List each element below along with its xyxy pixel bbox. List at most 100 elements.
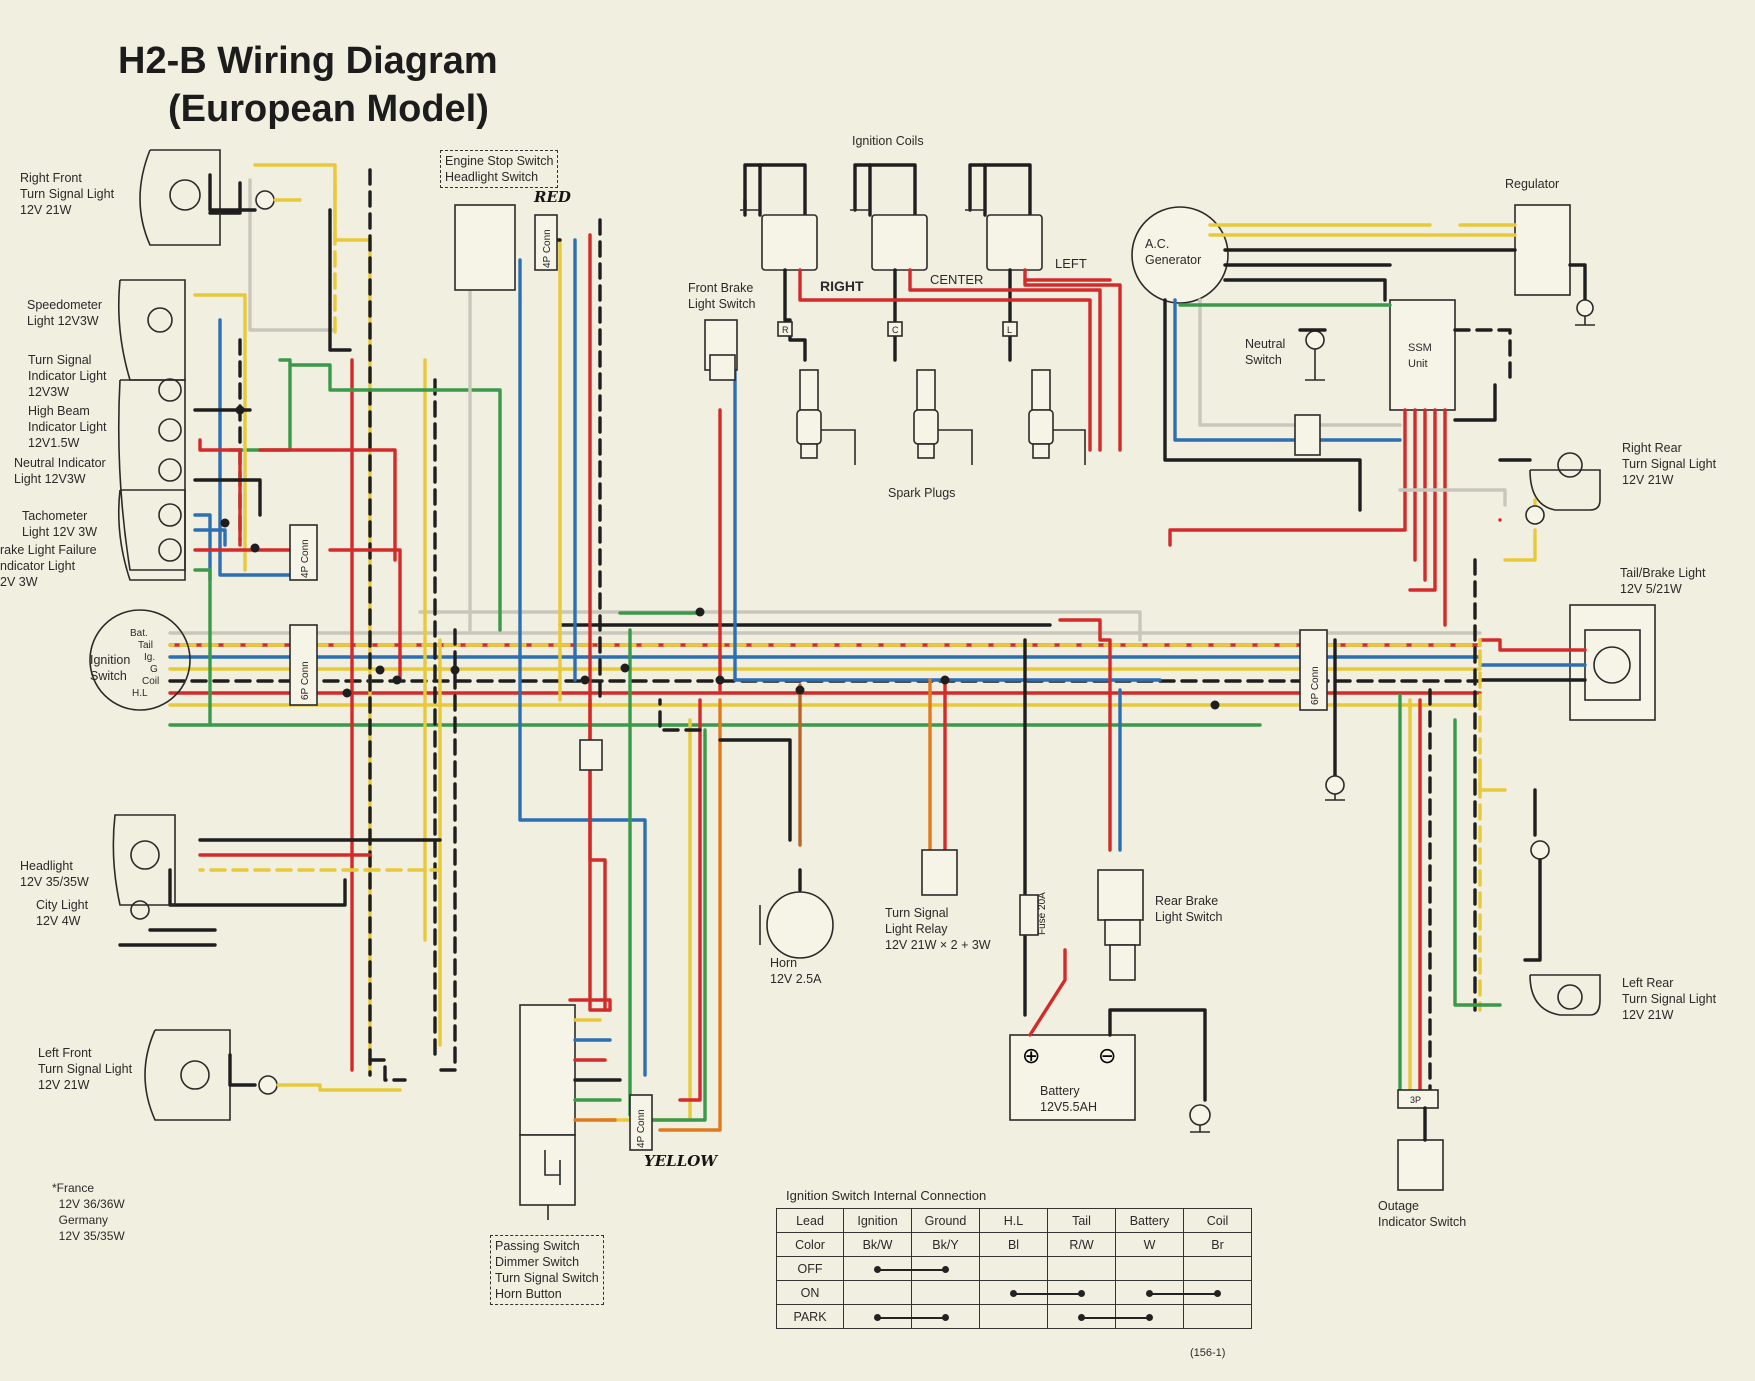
terminal-tail: Tail bbox=[138, 640, 154, 651]
label-neutral-switch: Neutral Switch bbox=[1245, 337, 1286, 367]
ignition-connection-table: Lead Ignition Ground H.L Tail Battery Co… bbox=[776, 1208, 1252, 1329]
label-speedometer-light: Speedometer Light 12V3W bbox=[27, 298, 103, 328]
conn-label-6p-ignition: 6P Conn bbox=[300, 661, 311, 700]
cell bbox=[1115, 1256, 1184, 1281]
th-tail: Tail bbox=[1047, 1208, 1116, 1233]
label-right-front-turn: Right Front Turn Signal Light 12V 21W bbox=[20, 171, 115, 217]
table-row-park: PARK bbox=[776, 1304, 1252, 1329]
conn-label-6p-rear: 6P Conn bbox=[1310, 666, 1321, 705]
label-neutral-indicator: Neutral Indicator Light 12V3W bbox=[14, 456, 106, 486]
label-turn-indicator: Turn Signal Indicator Light 12V3W bbox=[28, 353, 107, 399]
label-coil-center: CENTER bbox=[930, 272, 984, 287]
cell bbox=[843, 1256, 946, 1281]
terminal-coil: Coil bbox=[142, 676, 160, 687]
tc-bl: Bl bbox=[979, 1232, 1048, 1257]
handwritten-red: RED bbox=[534, 188, 571, 206]
right-side-art bbox=[1131, 204, 1656, 1191]
cell bbox=[843, 1280, 912, 1305]
label-engine-stop-switch: Engine Stop Switch Headlight Switch bbox=[440, 150, 559, 188]
cell bbox=[979, 1256, 1048, 1281]
row-label-park: PARK bbox=[776, 1304, 844, 1329]
label-country-note: *France 12V 36/36W Germany 12V 35/35W bbox=[52, 1181, 125, 1243]
coil-conn-c: C bbox=[892, 325, 899, 335]
main-harness bbox=[168, 610, 1482, 727]
cell bbox=[979, 1304, 1048, 1329]
connection-dot bbox=[1214, 1290, 1221, 1297]
cell bbox=[979, 1280, 1082, 1305]
label-front-brake-switch: Front Brake Light Switch bbox=[688, 281, 756, 311]
label-brake-failure: rake Light Failure ndicator Light 2V 3W bbox=[0, 543, 97, 589]
cell bbox=[911, 1304, 980, 1329]
tc-br: Br bbox=[1183, 1232, 1252, 1257]
tc-rw: R/W bbox=[1047, 1232, 1116, 1257]
fuse-label: Fuse 20A bbox=[1037, 892, 1048, 935]
cell bbox=[1047, 1280, 1116, 1305]
tc-w: W bbox=[1115, 1232, 1184, 1257]
handwritten-yellow: YELLOW bbox=[644, 1152, 718, 1170]
label-tail-brake: Tail/Brake Light 12V 5/21W bbox=[1620, 566, 1706, 596]
svg-text:⊖: ⊖ bbox=[1098, 1043, 1116, 1068]
label-page-code: (156-1) bbox=[1190, 1347, 1226, 1359]
connection-dot bbox=[1078, 1314, 1085, 1321]
th-battery: Battery bbox=[1115, 1208, 1184, 1233]
ignition-coils-art bbox=[740, 163, 1122, 465]
coil-conn-r: R bbox=[782, 325, 789, 335]
th-ground: Ground bbox=[911, 1208, 980, 1233]
terminal-bat: Bat. bbox=[130, 628, 148, 639]
svg-text:⊕: ⊕ bbox=[1022, 1043, 1040, 1068]
diagram-title-line2: (European Model) bbox=[168, 88, 489, 130]
conn-label-4p-engine: 4P Conn bbox=[542, 229, 553, 268]
table-row-off: OFF bbox=[776, 1256, 1252, 1281]
terminal-ig: Ig. bbox=[144, 652, 156, 663]
cell bbox=[843, 1304, 946, 1329]
th-lead: Lead bbox=[776, 1208, 844, 1233]
label-spark-plugs: Spark Plugs bbox=[888, 486, 956, 500]
cell bbox=[1183, 1304, 1252, 1329]
cell bbox=[1183, 1280, 1252, 1305]
switch-bodies-art bbox=[289, 204, 1328, 771]
label-regulator: Regulator bbox=[1505, 177, 1560, 191]
table-title: Ignition Switch Internal Connection bbox=[786, 1188, 987, 1203]
label-rear-brake-switch: Rear Brake Light Switch bbox=[1155, 894, 1223, 924]
diagram-title-line1: H2-B Wiring Diagram bbox=[118, 40, 498, 82]
connection-dot bbox=[942, 1314, 949, 1321]
label-coil-right: RIGHT bbox=[820, 278, 864, 294]
label-left-rear-turn: Left Rear Turn Signal Light 12V 21W bbox=[1622, 976, 1717, 1022]
left-vertical-runs bbox=[193, 163, 502, 1077]
connection-dot bbox=[874, 1266, 881, 1273]
cell bbox=[911, 1256, 980, 1281]
label-city-light: City Light 12V 4W bbox=[36, 898, 89, 928]
cell bbox=[1115, 1304, 1184, 1329]
label-tachometer-light: Tachometer Light 12V 3W bbox=[22, 509, 98, 539]
table-row-on: ON bbox=[776, 1280, 1252, 1305]
ignition-terminal-list: Bat. Tail Ig. G Coil H.L bbox=[130, 628, 159, 700]
label-turn-relay: Turn Signal Light Relay 12V 21W × 2 + 3W bbox=[885, 906, 991, 952]
connection-dot bbox=[1146, 1314, 1153, 1321]
conn-label-4p-handlebar: 4P Conn bbox=[636, 1109, 647, 1148]
label-outage-switch: Outage Indicator Switch bbox=[1378, 1199, 1467, 1229]
row-label-on: ON bbox=[776, 1280, 844, 1305]
table-header-row: Lead Ignition Ground H.L Tail Battery Co… bbox=[776, 1208, 1252, 1233]
terminal-g: G bbox=[150, 664, 158, 675]
th-coil: Coil bbox=[1183, 1208, 1252, 1233]
label-ac-generator: A.C. Generator bbox=[1145, 237, 1202, 267]
tc-bkw: Bk/W bbox=[843, 1232, 912, 1257]
label-left-front-turn: Left Front Turn Signal Light 12V 21W bbox=[38, 1046, 133, 1092]
conn-label-3p: 3P bbox=[1410, 1095, 1421, 1105]
label-coil-left: LEFT bbox=[1055, 256, 1087, 271]
label-right-rear-turn: Right Rear Turn Signal Light 12V 21W bbox=[1622, 441, 1717, 487]
tc-bky: Bk/Y bbox=[911, 1232, 980, 1257]
label-ignition-coils: Ignition Coils bbox=[852, 134, 924, 148]
label-battery: Battery 12V5.5AH bbox=[1040, 1084, 1097, 1114]
cell bbox=[911, 1280, 980, 1305]
th-hl: H.L bbox=[979, 1208, 1048, 1233]
left-lamps-art bbox=[89, 149, 442, 1121]
table-color-row: Color Bk/W Bk/Y Bl R/W W Br bbox=[776, 1232, 1252, 1257]
cell bbox=[1047, 1304, 1150, 1329]
label-handlebar-switch: Passing Switch Dimmer Switch Turn Signal… bbox=[490, 1235, 604, 1305]
label-ignition-switch: Ignition Switch bbox=[90, 653, 131, 683]
th-ignition: Ignition bbox=[843, 1208, 912, 1233]
handlebar-switch-art bbox=[519, 1004, 653, 1220]
lower-center-art: ⊕ ⊖ bbox=[759, 849, 1211, 1133]
